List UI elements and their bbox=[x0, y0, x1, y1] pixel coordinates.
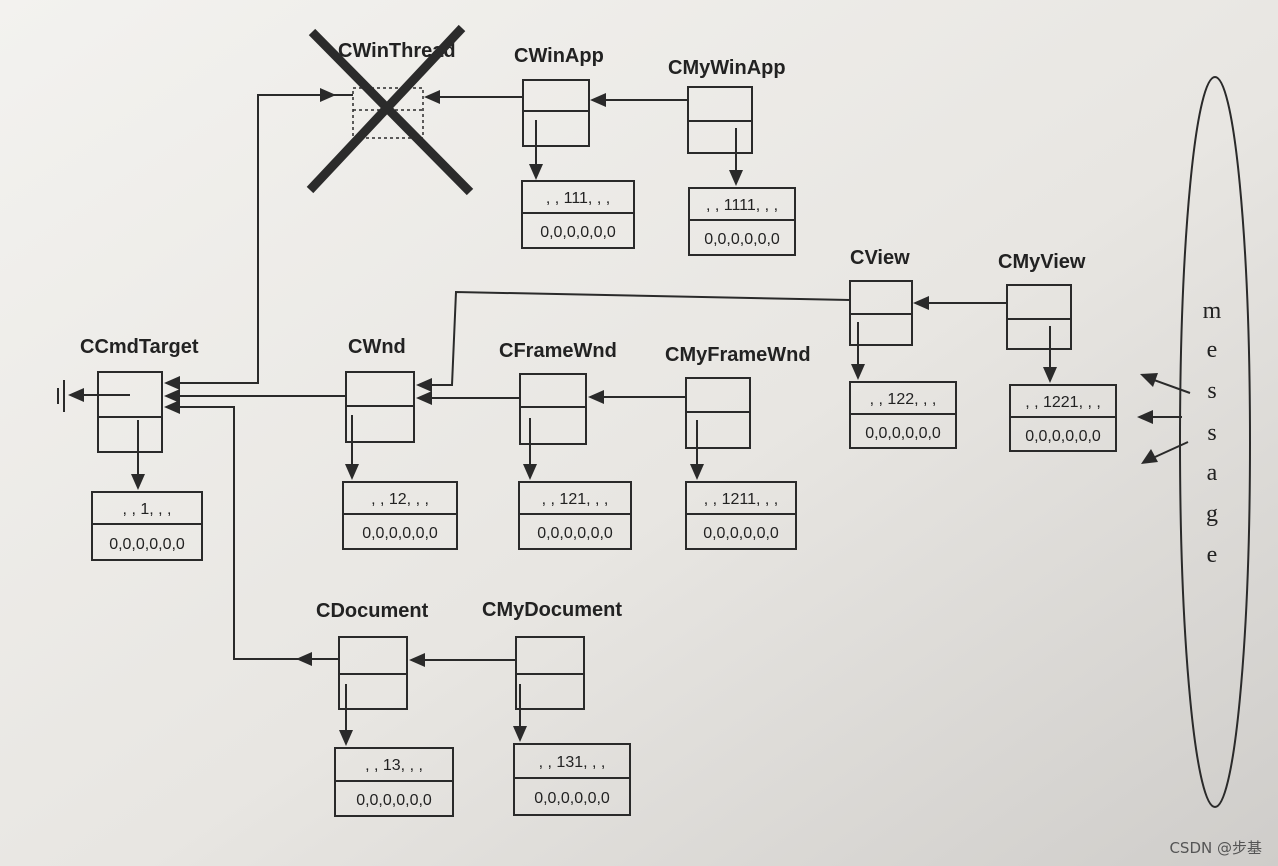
message-arrow bbox=[1140, 373, 1191, 394]
label-cwnd: CWnd bbox=[348, 336, 406, 358]
cmyframewnd-box bbox=[685, 377, 751, 449]
table-row-top: , , 1111, , , bbox=[706, 197, 778, 214]
label-cmyview: CMyView bbox=[998, 251, 1086, 273]
message-letter: a bbox=[1207, 460, 1218, 486]
label-cmyframewnd: CMyFrameWnd bbox=[665, 344, 811, 366]
message-letter: g bbox=[1206, 501, 1218, 527]
message-arrow bbox=[1141, 441, 1189, 464]
table-row-bottom: 0,0,0,0,0,0 bbox=[537, 525, 613, 542]
table-row-top: , , 1211, , , bbox=[704, 491, 778, 508]
table-row-top: , , 1221, , , bbox=[1025, 394, 1101, 411]
table-row-bottom: 0,0,0,0,0,0 bbox=[703, 525, 779, 542]
arrow-cdocument-to-ccmdtarget bbox=[164, 400, 339, 666]
arrow-cmyframewnd-to-cframewnd bbox=[588, 390, 686, 404]
table-row-top: , , 12, , , bbox=[371, 491, 429, 508]
arrow-cframewnd-down bbox=[523, 418, 537, 480]
arrow-cmywinapp-to-cwinapp bbox=[590, 93, 688, 107]
arrow-cframewnd-to-cwnd bbox=[416, 391, 520, 405]
arrow-cmydocument-to-cdocument bbox=[409, 653, 516, 667]
cmyview-table: , , 1221, , , 0,0,0,0,0,0 bbox=[1009, 384, 1117, 452]
arrow-cwinapp-to-cwinthread bbox=[424, 90, 523, 104]
arrow-cmyview-down bbox=[1043, 326, 1057, 383]
table-row-bottom: 0,0,0,0,0,0 bbox=[1025, 428, 1101, 445]
ccmdtarget-table: , , 1, , , 0,0,0,0,0,0 bbox=[91, 491, 203, 561]
label-cmywinapp: CMyWinApp bbox=[668, 57, 786, 79]
cmyframewnd-table: , , 1211, , , 0,0,0,0,0,0 bbox=[685, 481, 797, 550]
ccmdtarget-box bbox=[97, 371, 163, 453]
message-letter: m bbox=[1203, 298, 1222, 324]
arrow-ccmdtarget-down bbox=[131, 420, 145, 490]
cwnd-box bbox=[345, 371, 415, 443]
watermark: CSDN @步基 bbox=[1169, 839, 1262, 857]
arrow-cmydocument-down bbox=[513, 684, 527, 742]
arrow-cmyview-to-cview bbox=[913, 296, 1007, 310]
message-letter: e bbox=[1207, 337, 1218, 363]
table-row-bottom: 0,0,0,0,0,0 bbox=[704, 231, 780, 248]
arrow-cwnd-to-ccmdtarget bbox=[164, 389, 346, 403]
cview-table: , , 122, , , 0,0,0,0,0,0 bbox=[849, 381, 957, 449]
label-cwinthread: CWinThread bbox=[338, 40, 456, 62]
table-row-top: , , 13, , , bbox=[365, 757, 423, 774]
message-letters: m e s s a g e bbox=[1203, 298, 1222, 568]
incoming-message-arrows bbox=[1137, 373, 1191, 464]
message-arrow bbox=[1137, 410, 1182, 424]
cdocument-table: , , 13, , , 0,0,0,0,0,0 bbox=[334, 747, 454, 817]
table-row-top: , , 122, , , bbox=[870, 391, 937, 408]
table-row-bottom: 0,0,0,0,0,0 bbox=[356, 792, 432, 809]
arrow-cdocument-down bbox=[339, 684, 353, 746]
table-row-bottom: 0,0,0,0,0,0 bbox=[534, 790, 610, 807]
cmydocument-box bbox=[515, 636, 585, 710]
label-cwinapp: CWinApp bbox=[514, 45, 604, 67]
cmydocument-table: , , 131, , , 0,0,0,0,0,0 bbox=[513, 743, 631, 816]
strike-cross-cwinthread bbox=[306, 24, 474, 196]
cwinapp-table: , , 111, , , 0,0,0,0,0,0 bbox=[521, 180, 635, 249]
cmywinapp-box bbox=[687, 86, 753, 154]
label-cdocument: CDocument bbox=[316, 600, 429, 622]
table-row-top: , , 131, , , bbox=[539, 754, 606, 771]
table-row-bottom: 0,0,0,0,0,0 bbox=[362, 525, 438, 542]
arrow-cview-to-cwnd bbox=[416, 290, 851, 392]
message-ellipse bbox=[1179, 76, 1251, 808]
cmywinapp-table: , , 1111, , , 0,0,0,0,0,0 bbox=[688, 187, 796, 256]
label-cmydocument: CMyDocument bbox=[482, 599, 622, 621]
table-row-bottom: 0,0,0,0,0,0 bbox=[109, 536, 185, 553]
arrow-cwinthread-to-ccmdtarget bbox=[164, 88, 353, 390]
cframewnd-table: , , 121, , , 0,0,0,0,0,0 bbox=[518, 481, 632, 550]
arrow-cmywinapp-down bbox=[729, 128, 743, 186]
cwinapp-box bbox=[522, 79, 590, 147]
message-letter: s bbox=[1207, 378, 1216, 404]
table-row-top: , , 121, , , bbox=[542, 491, 609, 508]
table-row-bottom: 0,0,0,0,0,0 bbox=[865, 425, 941, 442]
cdocument-box bbox=[338, 636, 408, 710]
table-row-bottom: 0,0,0,0,0,0 bbox=[540, 224, 616, 241]
table-row-top: , , 111, , , bbox=[546, 190, 610, 207]
label-cview: CView bbox=[850, 247, 910, 269]
arrow-cview-down bbox=[851, 322, 865, 380]
message-letter: s bbox=[1207, 420, 1216, 446]
arrow-cmyframewnd-down bbox=[690, 420, 704, 480]
cview-box bbox=[849, 280, 913, 346]
cwnd-table: , , 12, , , 0,0,0,0,0,0 bbox=[342, 481, 458, 550]
arrow-ccmdtarget-to-ground bbox=[57, 380, 130, 412]
cframewnd-box bbox=[519, 373, 587, 445]
label-cframewnd: CFrameWnd bbox=[499, 340, 617, 362]
message-letter: e bbox=[1207, 542, 1218, 568]
arrow-cwinapp-down bbox=[529, 120, 543, 180]
table-row-top: , , 1, , , bbox=[123, 501, 172, 518]
arrow-cwnd-down bbox=[345, 415, 359, 480]
cmyview-box bbox=[1006, 284, 1072, 350]
vertical-arrows bbox=[131, 120, 1057, 746]
label-ccmdtarget: CCmdTarget bbox=[80, 336, 199, 358]
